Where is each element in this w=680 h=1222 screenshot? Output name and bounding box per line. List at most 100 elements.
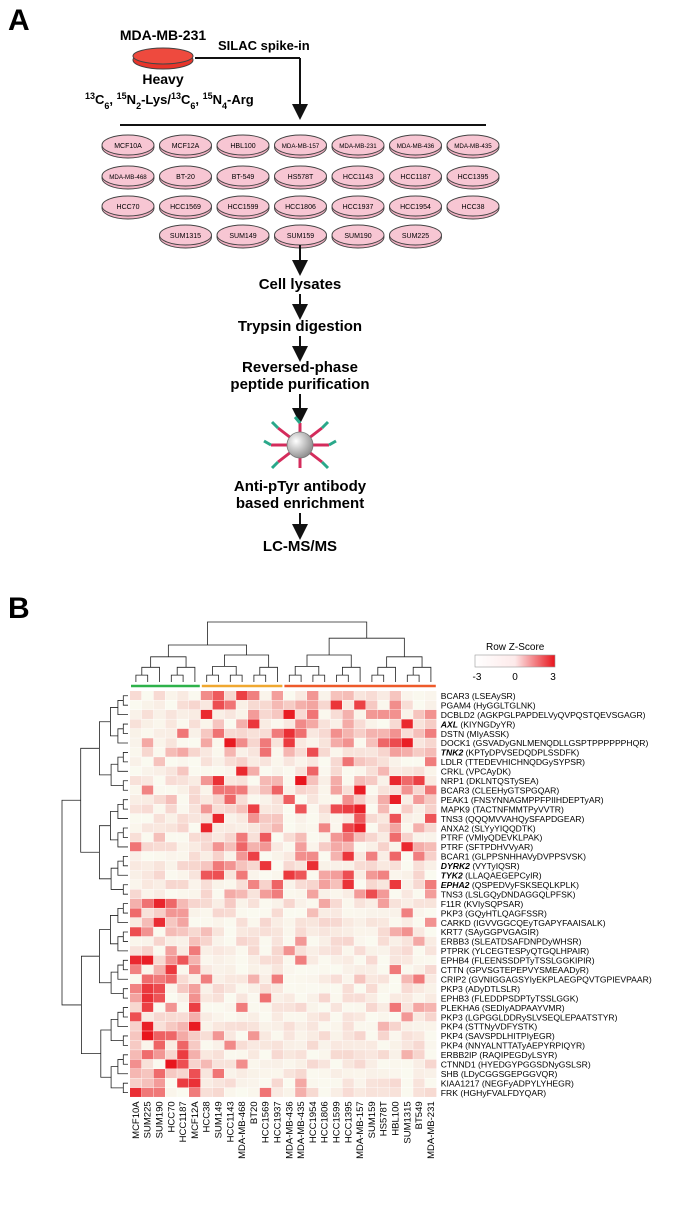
heatmap-cell	[413, 728, 425, 738]
heatmap-cell	[354, 832, 366, 842]
heatmap-cell	[307, 908, 319, 918]
heatmap-cell	[248, 936, 260, 946]
heatmap-cell	[212, 1040, 224, 1050]
heatmap-cell	[366, 889, 378, 899]
heatmap-cell	[401, 974, 413, 984]
heatmap-cell	[295, 794, 307, 804]
heatmap-cell	[177, 709, 189, 719]
heatmap-cell	[283, 1012, 295, 1022]
heatmap-cell	[259, 936, 272, 946]
heatmap-cell	[259, 974, 272, 984]
heatmap-cell	[200, 823, 213, 833]
dendrogram-branch	[110, 811, 118, 841]
heatmap-cell	[295, 757, 307, 767]
row-label: PGAM4 (HyGGLTGLNK)	[441, 700, 536, 710]
heatmap-cell	[259, 927, 272, 937]
heatmap-cell	[177, 1031, 189, 1041]
heatmap-cell	[130, 870, 142, 880]
heatmap-cell	[318, 785, 331, 795]
heatmap-cell	[425, 1012, 437, 1022]
cell-line-dish: BT-20	[159, 165, 212, 190]
heatmap-cell	[366, 1059, 378, 1069]
heatmap-cell	[377, 880, 390, 890]
heatmap-cell	[330, 766, 342, 776]
heatmap-cell	[366, 927, 378, 937]
heatmap-cell	[177, 946, 189, 956]
heatmap-cell	[366, 747, 378, 757]
heatmap-cell	[177, 700, 189, 710]
heatmap-cell	[236, 738, 248, 748]
heatmap-cell	[318, 1050, 331, 1060]
heatmap-cell	[401, 1031, 413, 1041]
heatmap-cell	[224, 785, 236, 795]
heatmap-cell	[342, 851, 354, 861]
heatmap-cell	[389, 691, 401, 701]
cell-line-name: SUM190	[344, 233, 371, 240]
heatmap-cell	[307, 851, 319, 861]
heatmap-cell	[236, 823, 248, 833]
heatmap-cell	[153, 709, 165, 719]
heatmap-cell	[271, 738, 283, 748]
dendrogram-branch	[110, 915, 118, 945]
heatmap-cell	[130, 993, 142, 1003]
heatmap-cell	[295, 832, 307, 842]
heatmap-cell	[130, 1050, 142, 1060]
row-label: CTTN (GPVSGTEPEPVYSMEAADyR)	[441, 965, 589, 975]
heatmap-cell	[295, 946, 307, 956]
heatmap-cell	[354, 1040, 366, 1050]
heatmap-cell	[377, 1031, 390, 1041]
heatmap-cell	[354, 823, 366, 833]
heatmap-cell	[177, 1050, 189, 1060]
heavy-label: Heavy	[142, 71, 183, 87]
row-gene: PTRF	[441, 842, 463, 852]
heatmap-cell	[189, 917, 201, 927]
heatmap-cell	[165, 870, 177, 880]
heatmap-cell	[248, 917, 260, 927]
heatmap-cell	[212, 908, 224, 918]
heatmap-cell	[177, 898, 189, 908]
heatmap-cell	[130, 794, 142, 804]
heatmap-cell	[401, 1059, 413, 1069]
heatmap-cell	[342, 870, 354, 880]
heatmap-cell	[366, 946, 378, 956]
heatmap-cell	[165, 908, 177, 918]
heatmap-cell	[200, 719, 213, 729]
heatmap-cell	[236, 776, 248, 786]
heatmap-cell	[141, 842, 154, 852]
heatmap-cell	[354, 1021, 366, 1031]
heatmap-cell	[413, 889, 425, 899]
heatmap-cell	[401, 794, 413, 804]
row-gene: PTPRK	[441, 946, 470, 956]
heatmap-cell	[224, 861, 236, 871]
row-gene: PGAM4	[441, 700, 471, 710]
heatmap-cell	[212, 1078, 224, 1088]
heatmap-cell	[248, 880, 260, 890]
heatmap-cell	[307, 691, 319, 701]
heatmap-cell	[212, 804, 224, 814]
column-label: BT549	[414, 1101, 425, 1129]
dendrogram-branch	[371, 674, 385, 682]
heatmap-cell	[130, 880, 142, 890]
row-sequence: (FNSYNNAGMPPFPIIHDEPTyAR)	[469, 795, 604, 805]
column-label: MCF12A	[190, 1101, 201, 1139]
heatmap-cell	[389, 917, 401, 927]
heatmap-cell	[366, 728, 378, 738]
row-label: PTPRK (YLCEGTESPyQTGQLHPAIR)	[441, 946, 589, 956]
heatmap-cell	[342, 1059, 354, 1069]
heatmap-cell	[307, 757, 319, 767]
heatmap-cell	[130, 709, 142, 719]
dendrogram-branch	[122, 884, 128, 895]
heatmap-cell	[189, 851, 201, 861]
row-gene: TNK2	[441, 748, 464, 758]
heatmap-cell	[425, 709, 437, 719]
heatmap-cell	[318, 908, 331, 918]
row-gene: TNS3	[441, 814, 463, 824]
heatmap-cell	[153, 766, 165, 776]
heatmap-cell	[283, 983, 295, 993]
heatmap-cell	[189, 785, 201, 795]
step-trypsin-digestion: Trypsin digestion	[238, 318, 362, 335]
heatmap-cell	[177, 1040, 189, 1050]
heatmap-cell	[153, 898, 165, 908]
heatmap-cell	[295, 691, 307, 701]
heatmap-cell	[236, 870, 248, 880]
